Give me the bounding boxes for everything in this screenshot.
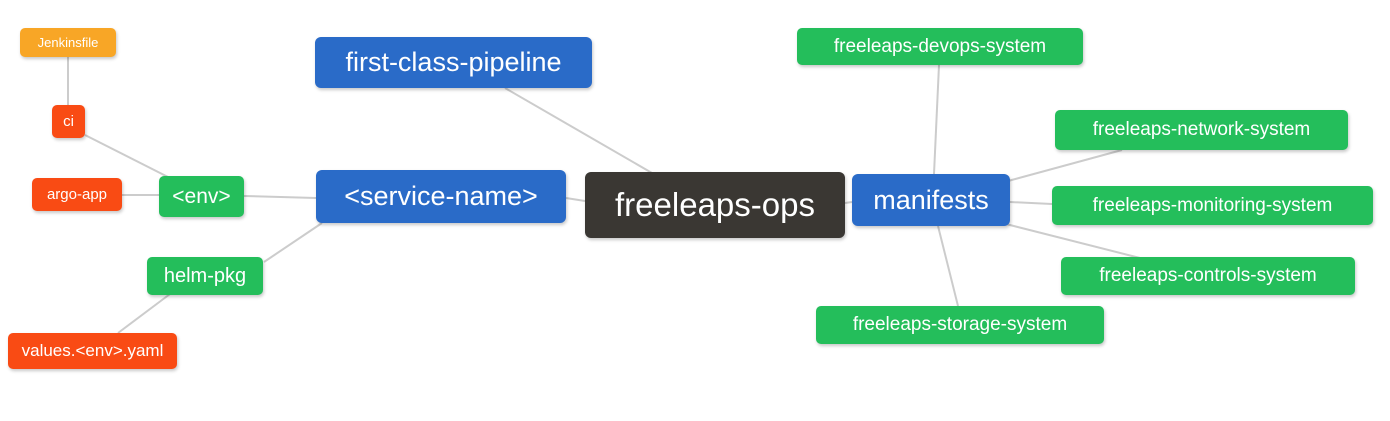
edge-manifests-storage-system bbox=[937, 225, 959, 307]
edge-manifests-devops-system bbox=[933, 64, 940, 175]
node-argo-app[interactable]: argo-app bbox=[32, 178, 122, 211]
edge-values-helm-pkg bbox=[117, 293, 171, 334]
node-freeleaps-devops-system[interactable]: freeleaps-devops-system bbox=[797, 28, 1083, 65]
edge-manifests-network-system bbox=[1007, 149, 1123, 182]
edge-ci-env bbox=[84, 134, 171, 179]
node-manifests[interactable]: manifests bbox=[852, 174, 1010, 226]
node-env[interactable]: <env> bbox=[159, 176, 244, 217]
node-freeleaps-storage-system[interactable]: freeleaps-storage-system bbox=[816, 306, 1104, 344]
edge-helm-pkg-service-name bbox=[263, 222, 323, 263]
node-first-class-pipeline[interactable]: first-class-pipeline bbox=[315, 37, 592, 88]
node-ci[interactable]: ci bbox=[52, 105, 85, 138]
node-jenkinsfile[interactable]: Jenkinsfile bbox=[20, 28, 116, 57]
edge-env-service-name bbox=[243, 195, 317, 199]
node-freeleaps-ops-root[interactable]: freeleaps-ops bbox=[585, 172, 845, 238]
node-service-name[interactable]: <service-name> bbox=[316, 170, 566, 223]
node-freeleaps-monitoring-system[interactable]: freeleaps-monitoring-system bbox=[1052, 186, 1373, 225]
node-values-env-yaml[interactable]: values.<env>.yaml bbox=[8, 333, 177, 369]
node-freeleaps-controls-system[interactable]: freeleaps-controls-system bbox=[1061, 257, 1355, 295]
node-freeleaps-network-system[interactable]: freeleaps-network-system bbox=[1055, 110, 1348, 150]
node-helm-pkg[interactable]: helm-pkg bbox=[147, 257, 263, 295]
edge-ops-manifests bbox=[844, 201, 853, 204]
edge-service-name-ops bbox=[565, 197, 586, 202]
edge-first-class-pipeline-ops bbox=[504, 87, 653, 174]
edge-manifests-monitoring-system bbox=[1009, 201, 1053, 205]
edge-manifests-controls-system bbox=[1001, 222, 1141, 259]
